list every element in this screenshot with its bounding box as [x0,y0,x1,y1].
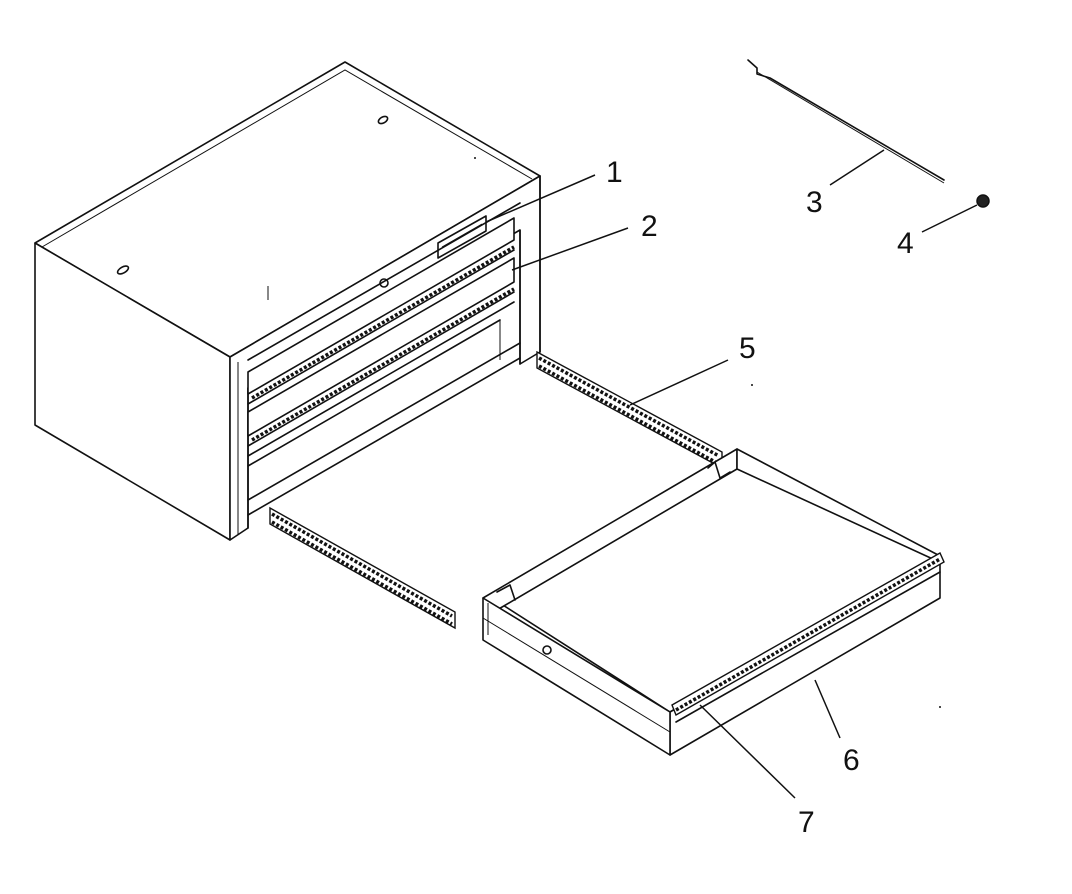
leader-lines [485,149,978,799]
drawer-assembly [482,448,945,756]
lock-rod [747,59,945,184]
nut [976,194,990,208]
leader-5 [629,359,729,406]
leader-1 [485,174,596,223]
leader-2 [511,227,629,271]
callout-4: 4 [897,227,914,260]
callout-7: 7 [798,806,815,839]
callout-2: 2 [641,210,658,243]
leader-4 [921,204,978,233]
callout-5: 5 [739,332,756,365]
drawer-front-panel [482,597,671,756]
callout-3: 3 [806,186,823,219]
left-drawer-slide [269,506,456,630]
leader-7 [699,704,796,799]
callout-1: 1 [606,156,623,189]
callout-labels: 1 2 3 4 5 6 7 [606,156,914,839]
right-drawer-slide [536,350,723,470]
upper-drawer-front [247,217,515,395]
lid-hole [377,115,389,125]
leader-6 [814,679,841,739]
drawer-handle [542,645,552,655]
middle-drawer-front [247,257,515,437]
callout-6: 6 [843,744,860,777]
leader-3 [829,149,885,186]
tool-chest-cabinet [34,61,541,541]
lid-hole [116,265,130,275]
